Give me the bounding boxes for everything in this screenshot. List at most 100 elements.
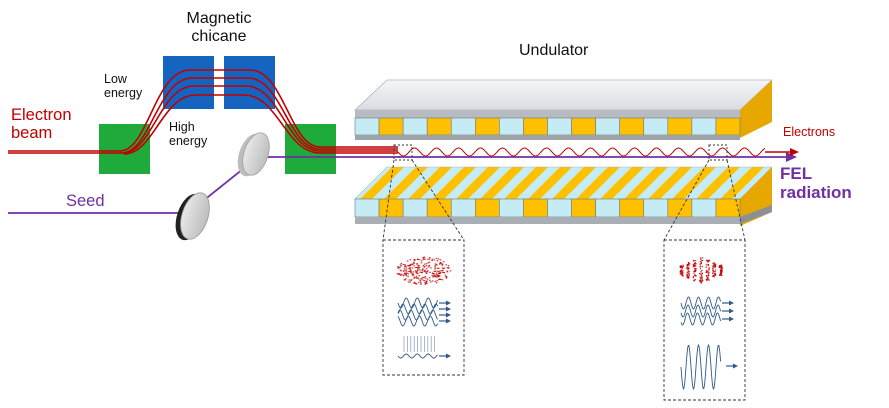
electron-dot [415, 271, 418, 273]
electron-dot [429, 271, 431, 273]
electron-dot [409, 269, 412, 271]
electron-dot [707, 272, 710, 274]
electron-dot [413, 277, 415, 279]
electron-dot [680, 271, 682, 273]
magnet-block [547, 198, 572, 218]
electron-dot [415, 272, 418, 274]
electron-dot [679, 265, 682, 268]
magnet-block [667, 117, 693, 136]
electron-dot [396, 272, 399, 275]
electron-dot [405, 278, 407, 280]
electron-dot [700, 282, 702, 284]
electron-dot [695, 275, 697, 277]
electron-dot [439, 262, 441, 264]
electron-dot [720, 265, 722, 267]
electron-dot [409, 271, 412, 273]
electron-dot [693, 265, 696, 267]
wave [397, 353, 438, 359]
arrow-head [446, 306, 451, 312]
electron-dot [708, 269, 710, 271]
electron-dot [434, 270, 437, 272]
electron-dot [448, 267, 450, 269]
electron-dot [719, 268, 722, 270]
electron-dot [413, 282, 415, 284]
electron-bunch-microbunched [679, 257, 723, 284]
electron-dot [705, 271, 708, 273]
electron-dot [419, 279, 422, 281]
electron-dot [712, 264, 715, 267]
electron-dot [440, 278, 442, 280]
fel-radiation-label: FEL radiation [780, 164, 852, 202]
electron-dot [415, 283, 418, 285]
electron-dot [403, 268, 406, 270]
electron-dot [712, 270, 714, 272]
electron-dot [414, 282, 416, 284]
electron-dot [721, 268, 723, 270]
electron-dot [424, 281, 426, 284]
electron-dot [424, 277, 427, 279]
electron-dot [425, 282, 428, 284]
electron-dot [435, 264, 437, 266]
electron-dot [688, 263, 690, 265]
electron-dot [431, 275, 433, 277]
magnet-block [378, 117, 404, 136]
electron-dot [420, 262, 423, 264]
electron-dot [692, 275, 695, 278]
electron-dot [441, 270, 443, 272]
electron-dot [701, 277, 703, 279]
undulator-title: Undulator [519, 42, 589, 59]
electron-dot [439, 272, 442, 274]
wave [680, 296, 722, 310]
electron-dot [693, 270, 695, 273]
electron-dot [713, 273, 716, 275]
electron-dot [686, 275, 688, 277]
electron-dot [413, 259, 416, 261]
electron-dot [418, 266, 421, 268]
electron-dot [686, 271, 688, 274]
magnet-stripe [384, 167, 428, 199]
electron-dot [694, 268, 696, 270]
electron-dot [707, 276, 709, 278]
electron-dot [445, 264, 447, 266]
electron-dot [680, 274, 683, 276]
electron-dot [449, 270, 452, 272]
electron-dot [687, 270, 690, 272]
electron-dot [708, 271, 710, 273]
electron-dot [693, 260, 695, 262]
electron-dot [433, 259, 436, 261]
electron-dot [413, 265, 415, 267]
electron-dot [701, 275, 703, 277]
electron-dot [441, 263, 444, 265]
undulator-lower-array [354, 166, 773, 226]
electron-dot [694, 262, 696, 264]
electron-dot [424, 283, 427, 285]
electron-dot [434, 268, 436, 270]
electron-dot [682, 264, 684, 266]
electron-dot [720, 274, 723, 276]
electron-dot [425, 263, 428, 265]
electron-dot [405, 266, 408, 268]
electron-dot [687, 266, 689, 268]
electron-dot [413, 281, 416, 283]
electron-dot [428, 277, 431, 279]
arrow-head [729, 300, 734, 306]
electron-dot [416, 270, 419, 272]
electron-dot [429, 257, 431, 259]
magnet-stripe [600, 167, 644, 199]
electron-dot [701, 266, 704, 268]
magnet-stripe [672, 167, 716, 199]
zoom-connector [726, 159, 746, 241]
magnet-block [354, 198, 380, 218]
electron-dot [439, 259, 442, 261]
electron-dot [681, 271, 683, 273]
electron-dot [705, 264, 708, 266]
electron-dot [405, 271, 408, 273]
electron-dot [712, 272, 714, 275]
electron-trajectory [397, 147, 766, 157]
electron-dot [433, 270, 436, 272]
electron-dot [701, 278, 703, 280]
electron-dot [409, 268, 411, 270]
electron-dot [693, 264, 695, 267]
electron-dot [421, 276, 424, 278]
electron-dot [435, 274, 438, 276]
